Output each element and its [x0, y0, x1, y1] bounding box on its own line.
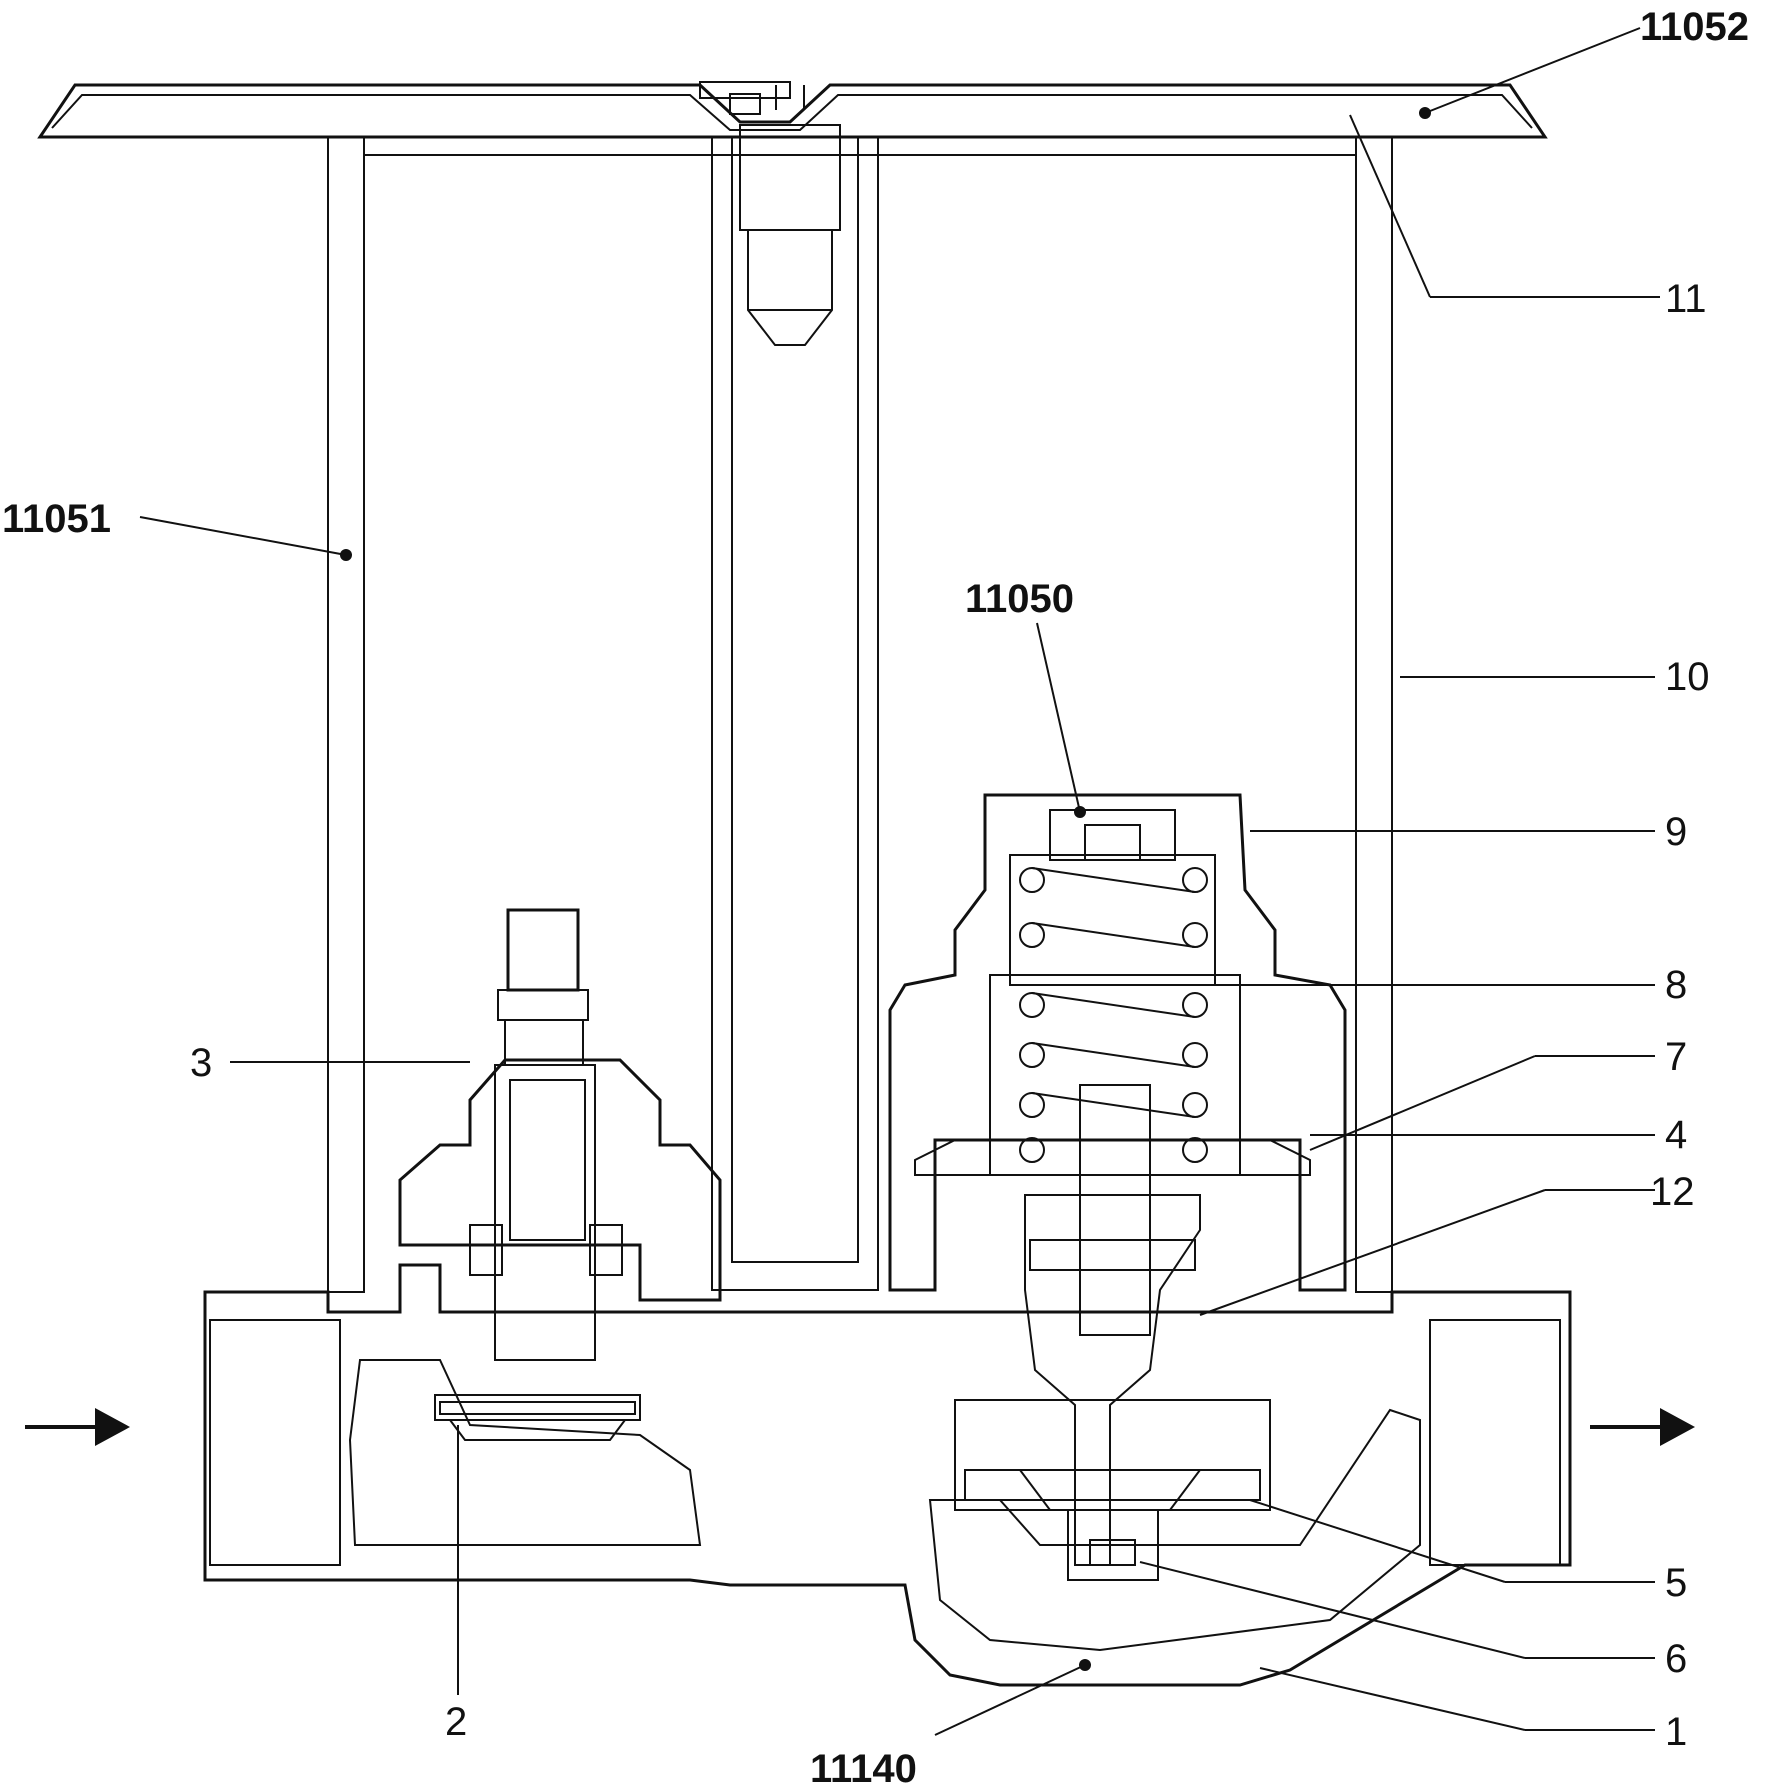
label-7: 7: [1665, 1035, 1687, 1079]
left-valve-assembly: [398, 908, 722, 1441]
outlet-arrow-icon: [1660, 1408, 1695, 1446]
label-12: 12: [1650, 1170, 1695, 1214]
cap-plate: [37, 81, 1548, 139]
inlet-arrow-icon: [95, 1408, 130, 1446]
label-11051: 11051: [2, 497, 111, 541]
valve-body: [203, 1263, 1572, 1687]
label-5: 5: [1665, 1561, 1687, 1605]
label-6: 6: [1665, 1637, 1687, 1681]
label-11: 11: [1665, 277, 1707, 321]
label-1: 1: [1665, 1710, 1687, 1754]
outer-tube: [327, 136, 1393, 1293]
label-3: 3: [190, 1041, 212, 1085]
leader-lines: [139, 27, 1660, 1736]
reference-labels: 11052 11 11051 11050 10 9 8 3 7 4 12 5 6…: [2, 5, 1749, 1788]
label-9: 9: [1665, 810, 1687, 854]
label-10: 10: [1665, 655, 1710, 699]
label-4: 4: [1665, 1113, 1687, 1157]
right-regulator-assembly: [888, 793, 1347, 1581]
label-2: 2: [445, 1700, 467, 1744]
label-11140: 11140: [810, 1747, 917, 1788]
center-tube: [711, 85, 879, 1291]
label-11052: 11052: [1640, 5, 1749, 49]
label-11050: 11050: [965, 577, 1074, 621]
label-8: 8: [1665, 963, 1687, 1007]
spring: [1019, 867, 1208, 1163]
flow-arrows: [25, 1408, 1695, 1446]
